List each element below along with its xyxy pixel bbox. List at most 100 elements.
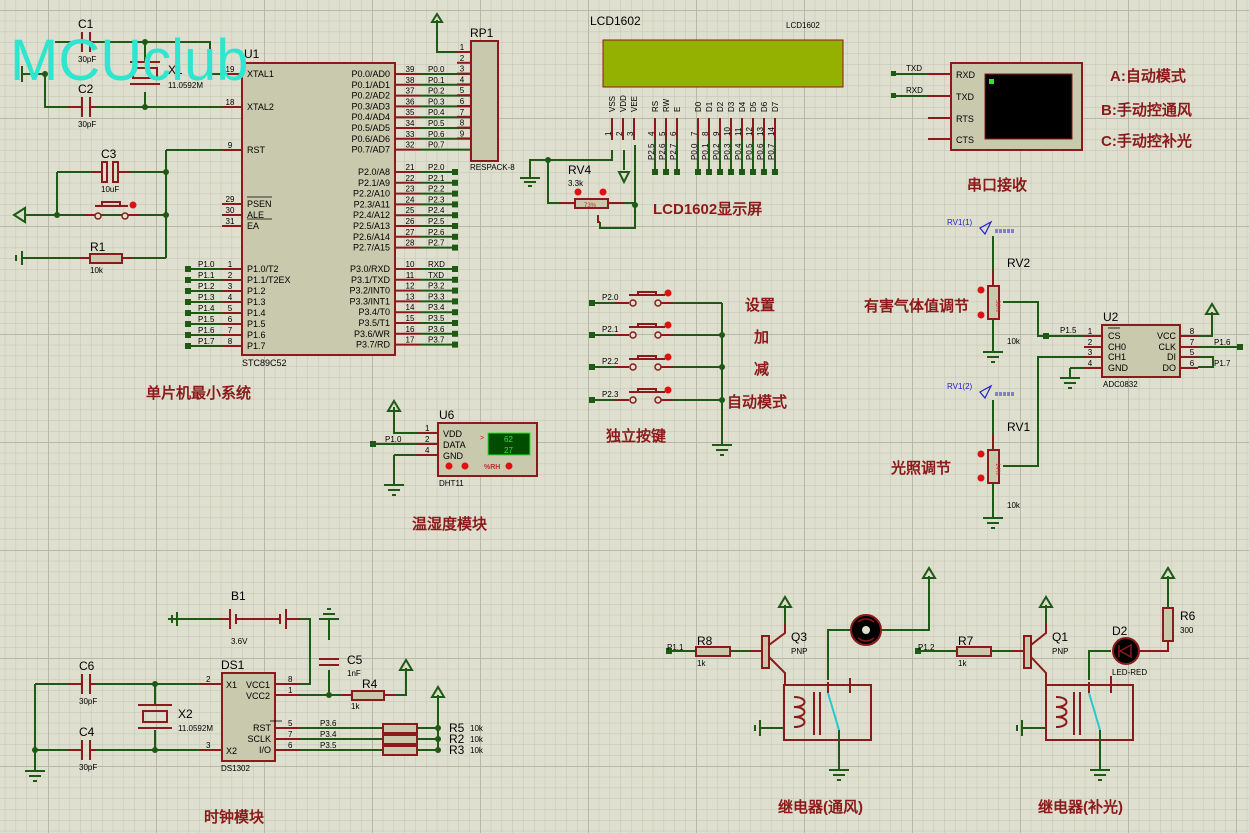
- mcu-net-label: P0.7: [428, 141, 445, 150]
- rp1-pin-num: 5: [460, 86, 465, 95]
- resistor-r3[interactable]: [382, 745, 418, 756]
- capacitor-c3[interactable]: C3 10uF: [92, 147, 130, 194]
- mcu-pin-num: 1: [228, 260, 233, 269]
- adc-pin-name: CH1: [1108, 352, 1126, 362]
- transistor-q1[interactable]: [1023, 635, 1032, 669]
- battery-b1[interactable]: B1 3.6V: [168, 589, 311, 685]
- mcu-pin-num: 33: [406, 130, 415, 139]
- power-icon: [430, 12, 444, 23]
- virtual-terminal[interactable]: TXD RXD RXD TXD RTS CTS: [891, 62, 1083, 151]
- terminal-icon: [12, 206, 26, 224]
- push-button-2[interactable]: P2.1: [589, 321, 725, 339]
- crystal-x2[interactable]: X2 11.0592M: [138, 704, 213, 733]
- lcd-pin-num: 3: [626, 131, 635, 136]
- rtc-pin-x1: X1: [226, 680, 237, 690]
- clock-module: B1 3.6V C6 30pF C4 30pF X2 11.0592M DS1 …: [25, 589, 484, 826]
- lcd-net-label: P2.7: [669, 143, 678, 160]
- lcd-module[interactable]: LCD1602 LCD1602 VSS1VDD2VEE3RS4P2.5RW5P2…: [590, 14, 844, 175]
- lcd-pin-name: D4: [738, 101, 747, 112]
- capacitor-c6[interactable]: C6 30pF: [68, 659, 97, 706]
- resistor-r6[interactable]: [1162, 607, 1174, 642]
- mcu-pin-name: P2.7/A15: [353, 243, 390, 253]
- mcu-pin-name: P0.5/AD5: [351, 123, 390, 133]
- capacitor-c1[interactable]: C1 30pF: [55, 17, 211, 72]
- lcd-pin-num: 13: [756, 127, 765, 136]
- potentiometer-rv2[interactable]: RV1(1) 36% RV2 10k: [947, 218, 1084, 363]
- dht-part: DHT11: [439, 479, 464, 488]
- resistor-r7[interactable]: [956, 646, 992, 657]
- dht-pin-num: 1: [425, 424, 430, 433]
- adc-pin-name: VCC: [1157, 331, 1177, 341]
- capacitor-c2[interactable]: C2 30pF: [44, 74, 222, 129]
- adc-net-p17: P1.7: [1214, 359, 1231, 368]
- lcd-pin-name: D3: [727, 101, 736, 112]
- ground-arrow-icon: [617, 171, 631, 185]
- r7-value: 1k: [958, 659, 967, 668]
- capacitor-c5[interactable]: C5 1nF: [300, 608, 363, 698]
- resistor-r4[interactable]: R4 1k: [340, 658, 414, 711]
- mcu-pin-num: 36: [406, 97, 415, 106]
- resistor-r5[interactable]: [382, 723, 418, 734]
- reset-button[interactable]: [84, 201, 140, 220]
- rv4-value: 3.3k: [568, 179, 584, 188]
- resistor-r2[interactable]: [382, 734, 418, 745]
- dht-pin-gnd: GND: [443, 451, 464, 461]
- dht11-sensor[interactable]: P1.0 U6 DHT11 VDD DATA GND 1 2 4 62 27 >…: [370, 399, 538, 496]
- mcu-pin-name: P2.6/A14: [353, 232, 390, 242]
- terminal-cursor: [989, 79, 994, 84]
- terminal-pin-rxd: RXD: [956, 70, 976, 80]
- lcd-net-label: P0.0: [690, 143, 699, 160]
- push-button-4[interactable]: P2.3: [589, 386, 725, 404]
- resistor-r8[interactable]: [695, 646, 731, 657]
- lcd-ref: LCD1602: [590, 14, 641, 28]
- mcu-pin-name: P3.7/RD: [356, 340, 391, 350]
- dht-net: P1.0: [385, 435, 402, 444]
- pullup-ref: R5: [449, 721, 465, 735]
- transistor-q3[interactable]: [761, 635, 770, 669]
- led-d2-icon[interactable]: [1112, 637, 1140, 665]
- adc-pin-name: GND: [1108, 363, 1129, 373]
- mcu-pin-num: 2: [228, 271, 233, 280]
- lcd-pin-name: E: [673, 107, 682, 112]
- mcu-pin-num: 13: [406, 292, 415, 301]
- push-button-1[interactable]: P2.0: [589, 289, 722, 307]
- potentiometer-rv4[interactable]: 73% RV4 3.3k: [520, 145, 638, 229]
- lcd-pin-num: 14: [767, 127, 776, 136]
- power-icon: [1160, 566, 1176, 608]
- crystal-x1[interactable]: X1 11.0592M: [130, 42, 203, 107]
- mcu-pin-name: P1.5: [247, 319, 266, 329]
- watermark-logo: MCUclub: [10, 28, 249, 93]
- adc-pin-num: 2: [1088, 338, 1093, 347]
- rtc-net-label: P3.5: [320, 741, 337, 750]
- mcu-net-label: P2.3: [428, 195, 445, 204]
- mcu-pin-num: 6: [228, 315, 233, 324]
- rtc-pin-vcc1: VCC1: [246, 680, 270, 690]
- potentiometer-rv1[interactable]: RV1(2) 14% RV1 10k: [947, 356, 1084, 529]
- mcu-net-label: P0.1: [428, 76, 445, 85]
- dht-unit: %RH: [484, 464, 500, 471]
- relay-light-circuit[interactable]: P1.2 R7 1k Q1 PNP D2 LED-RED R6 300 继电器(…: [915, 566, 1196, 816]
- mcu-pin-name: P3.2/INT0: [349, 286, 390, 296]
- resistor-r1[interactable]: R1 10k: [22, 240, 166, 275]
- lcd-pin-num: 6: [669, 131, 678, 136]
- mcu-net-label: P3.5: [428, 314, 445, 323]
- mcu-pin-num: 14: [406, 303, 415, 312]
- rp1-pin-num: 7: [460, 108, 465, 117]
- mcu-pin-num: 32: [406, 141, 415, 150]
- adc-pin-num: 1: [1088, 327, 1093, 336]
- lcd-pin-num: 9: [712, 131, 721, 136]
- adc-pin-num: 7: [1190, 338, 1195, 347]
- rtc-net-label: P3.6: [320, 719, 337, 728]
- ground-icon: [25, 750, 45, 782]
- mcu-net-label: P2.7: [428, 239, 445, 248]
- rp1-ref: RP1: [470, 26, 494, 40]
- mcu-net-label: P2.6: [428, 228, 445, 237]
- capacitor-c4[interactable]: C4 30pF: [68, 725, 97, 772]
- relay-fan-circuit[interactable]: P1.1 R8 1k Q3 PNP 继电器(通风): [666, 566, 937, 816]
- rv1-value: 10k: [1007, 501, 1021, 510]
- rtc-ref: DS1: [221, 658, 245, 672]
